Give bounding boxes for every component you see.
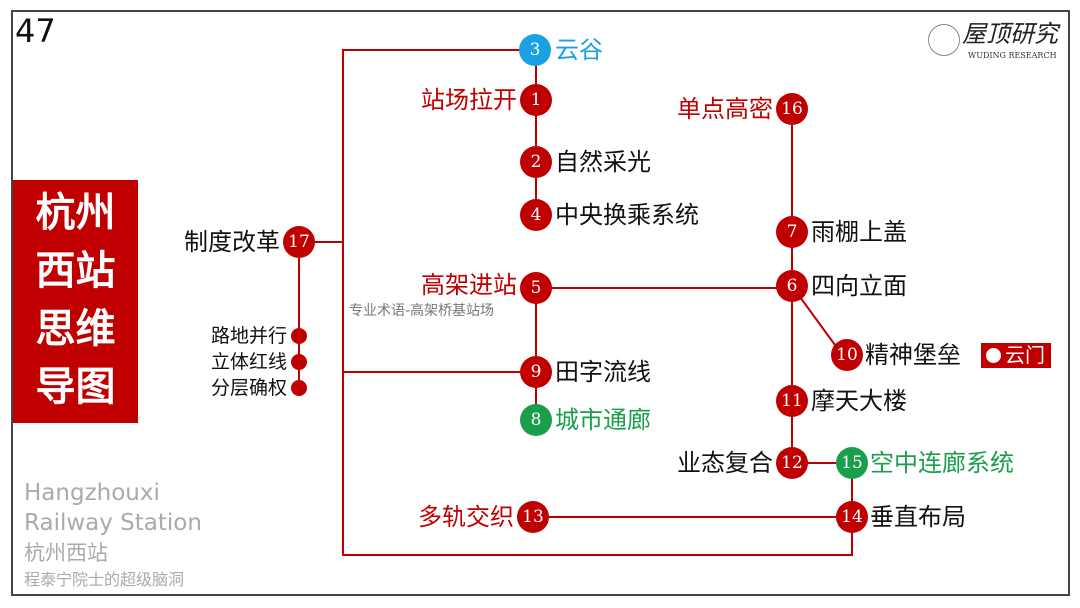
node-17-label: 制度改革 bbox=[184, 228, 280, 256]
node-15: 15 bbox=[836, 447, 868, 479]
node-3-label: 云谷 bbox=[555, 36, 603, 64]
node-9-label: 田字流线 bbox=[555, 358, 651, 386]
logo: 屋顶研究 WUDING RESEARCH bbox=[928, 20, 1063, 65]
node-10: 10 bbox=[831, 339, 863, 371]
node-6-label: 四向立面 bbox=[811, 272, 907, 300]
circle-icon bbox=[986, 348, 1001, 363]
page-number: 47 bbox=[15, 12, 56, 50]
node-14-label: 垂直布局 bbox=[870, 503, 966, 531]
title-box: 杭州 西站 思维 导图 bbox=[13, 180, 138, 423]
footer-cn: 杭州西站 bbox=[24, 541, 108, 565]
node-16: 16 bbox=[776, 93, 808, 125]
node-4: 4 bbox=[520, 199, 552, 231]
node-6: 6 bbox=[776, 270, 808, 302]
node-11: 11 bbox=[776, 385, 808, 417]
node-2: 2 bbox=[520, 146, 552, 178]
node-10-label: 精神堡垒 bbox=[865, 341, 961, 369]
node-8-label: 城市通廊 bbox=[555, 406, 651, 434]
node-13: 13 bbox=[517, 501, 549, 533]
badge-label: 云门 bbox=[1005, 343, 1045, 367]
title-line: 导图 bbox=[35, 364, 116, 410]
node-5: 5 bbox=[520, 272, 552, 304]
title-line: 杭州 bbox=[35, 190, 116, 236]
logo-cn: 屋顶研究 bbox=[962, 20, 1058, 48]
node-17: 17 bbox=[283, 226, 315, 258]
node-16-label: 单点高密 bbox=[677, 95, 773, 123]
footer-en-1: Hangzhouxi bbox=[24, 480, 160, 506]
node-5-note: 专业术语-高架桥基站场 bbox=[349, 303, 495, 319]
footer-en-2: Railway Station bbox=[24, 510, 202, 536]
title-line: 西站 bbox=[35, 248, 116, 294]
logo-emblem-icon bbox=[928, 24, 960, 56]
node-5-label: 高架进站 bbox=[421, 271, 517, 299]
sub-dot bbox=[291, 328, 307, 344]
slide-frame bbox=[11, 10, 1070, 596]
node-7-label: 雨棚上盖 bbox=[811, 218, 907, 246]
node-15-label: 空中连廊系统 bbox=[870, 449, 1014, 477]
node-2-label: 自然采光 bbox=[555, 148, 651, 176]
logo-en: WUDING RESEARCH bbox=[968, 51, 1057, 60]
sub-item-label: 立体红线 bbox=[210, 351, 287, 373]
node-1-label: 站场拉开 bbox=[421, 86, 517, 114]
sub-dot bbox=[291, 354, 307, 370]
node-14: 14 bbox=[836, 501, 868, 533]
node-8: 8 bbox=[520, 404, 552, 436]
node-12: 12 bbox=[776, 447, 808, 479]
yunmen-badge: 云门 bbox=[981, 343, 1051, 368]
title-line: 思维 bbox=[35, 306, 116, 352]
node-11-label: 摩天大楼 bbox=[811, 387, 907, 415]
sub-item-label: 路地并行 bbox=[210, 325, 287, 347]
node-3: 3 bbox=[519, 34, 551, 66]
node-12-label: 业态复合 bbox=[677, 449, 773, 477]
node-7: 7 bbox=[776, 216, 808, 248]
sub-item-label: 分层确权 bbox=[210, 377, 287, 399]
footer-tagline: 程泰宁院士的超级脑洞 bbox=[24, 570, 185, 589]
sub-dot bbox=[291, 380, 307, 396]
node-1: 1 bbox=[520, 84, 552, 116]
node-4-label: 中央换乘系统 bbox=[555, 201, 699, 229]
node-9: 9 bbox=[520, 356, 552, 388]
node-13-label: 多轨交织 bbox=[418, 503, 514, 531]
